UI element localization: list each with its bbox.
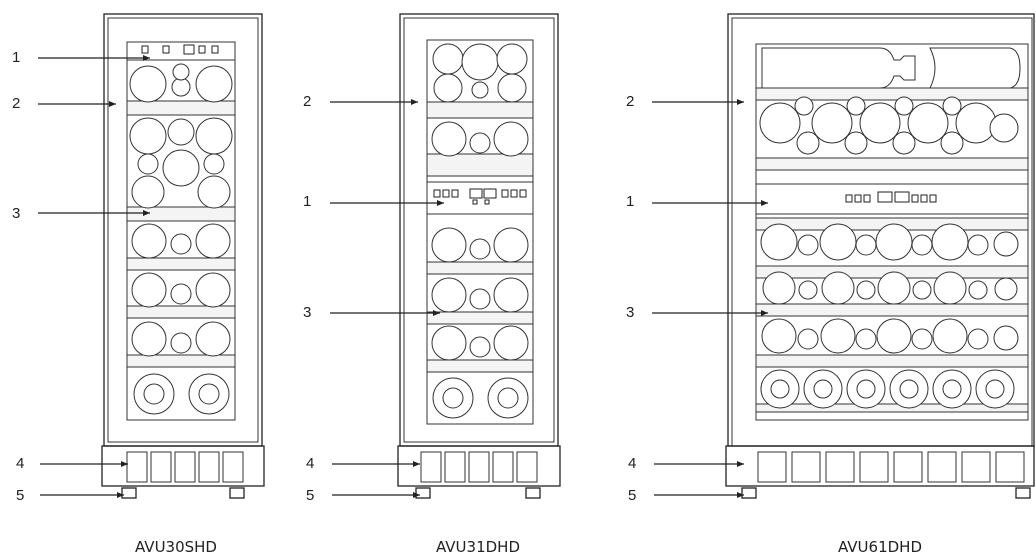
callout-number-2: 2	[12, 95, 20, 112]
glass-window	[426, 39, 534, 425]
display-bottle	[761, 47, 1021, 89]
door-frame	[403, 17, 555, 443]
bottles	[431, 43, 529, 419]
base-grille	[725, 445, 1035, 487]
callout-number-4: 4	[16, 455, 24, 472]
callout-number-1: 1	[12, 49, 20, 66]
control-panel	[426, 181, 534, 215]
leveling-feet	[741, 487, 1031, 499]
callout-number-2: 2	[626, 93, 634, 110]
unit-avu30shd: 1 2 3 4 5 AVU30SHD	[12, 13, 265, 555]
door-frame	[107, 17, 259, 443]
control-panel-buttons	[845, 191, 937, 203]
leveling-feet	[121, 487, 245, 499]
callout-number-4: 4	[628, 455, 636, 472]
control-panel	[755, 183, 1029, 215]
grille-slots	[757, 451, 1025, 483]
control-panel-buttons	[433, 188, 527, 205]
callout-number-5: 5	[16, 487, 24, 504]
model-label: AVU61DHD	[838, 538, 922, 555]
bottles	[759, 96, 1019, 409]
model-label: AVU30SHD	[135, 538, 217, 555]
grille-slots	[420, 451, 538, 483]
unit-avu31dhd: 2 1 3 4 5 AVU31DHD	[303, 13, 561, 555]
callout-number-5: 5	[628, 487, 636, 504]
base-grille	[101, 445, 265, 487]
callout-number-1: 1	[626, 193, 634, 210]
shelves	[126, 100, 236, 368]
callout-number-3: 3	[12, 205, 20, 222]
leveling-feet	[415, 487, 541, 499]
bottles	[129, 63, 233, 415]
callout-number-3: 3	[303, 304, 311, 321]
shelves	[426, 101, 534, 373]
grille-slots	[126, 451, 244, 483]
callout-number-4: 4	[306, 455, 314, 472]
callout-number-5: 5	[306, 487, 314, 504]
glass-window	[755, 43, 1029, 421]
control-panel	[126, 41, 236, 61]
callout-number-1: 1	[303, 193, 311, 210]
model-label: AVU31DHD	[436, 538, 520, 555]
callout-number-3: 3	[626, 304, 634, 321]
unit-avu61dhd: 2 1 3 4 5 AVU61DHD	[626, 13, 1035, 555]
control-panel-buttons	[141, 44, 219, 55]
callout-number-2: 2	[303, 93, 311, 110]
base-grille	[397, 445, 561, 487]
